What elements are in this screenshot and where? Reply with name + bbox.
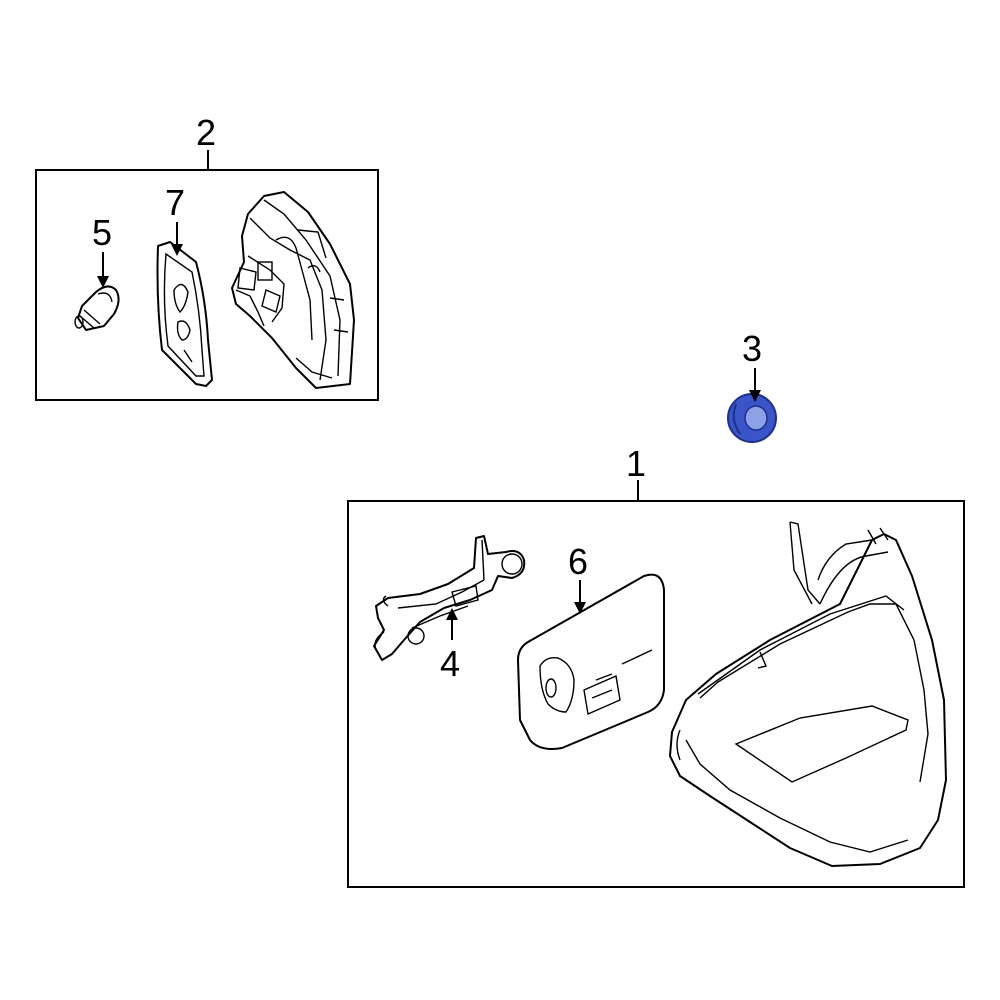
callout-3-arrow bbox=[749, 390, 761, 402]
callout-7-arrow bbox=[171, 244, 183, 256]
callout-1: 1 bbox=[626, 443, 646, 484]
callout-6: 6 bbox=[568, 541, 588, 582]
callout-6-arrow bbox=[574, 602, 586, 614]
gasket-part[interactable] bbox=[156, 241, 213, 387]
callout-4-arrow bbox=[446, 608, 458, 620]
bracket-part[interactable] bbox=[373, 535, 526, 661]
tail-lamp-assembly[interactable] bbox=[669, 521, 947, 867]
group-1-assembly: 1 4 6 bbox=[347, 443, 965, 888]
callout-3: 3 bbox=[742, 328, 762, 369]
callout-5-arrow bbox=[97, 276, 109, 288]
grommet-part[interactable] bbox=[727, 393, 777, 443]
callout-4: 4 bbox=[440, 643, 460, 684]
callout-2: 2 bbox=[196, 112, 216, 153]
callout-7: 7 bbox=[165, 182, 185, 223]
grommet-hole bbox=[744, 405, 768, 431]
tail-lamp-housing-inner[interactable] bbox=[231, 191, 355, 389]
seal-plate-part[interactable] bbox=[517, 573, 665, 750]
bulb-part[interactable] bbox=[74, 285, 120, 331]
group-1-box bbox=[347, 500, 965, 888]
callout-5: 5 bbox=[92, 212, 112, 253]
group-2-assembly: 2 5 7 bbox=[35, 112, 379, 401]
